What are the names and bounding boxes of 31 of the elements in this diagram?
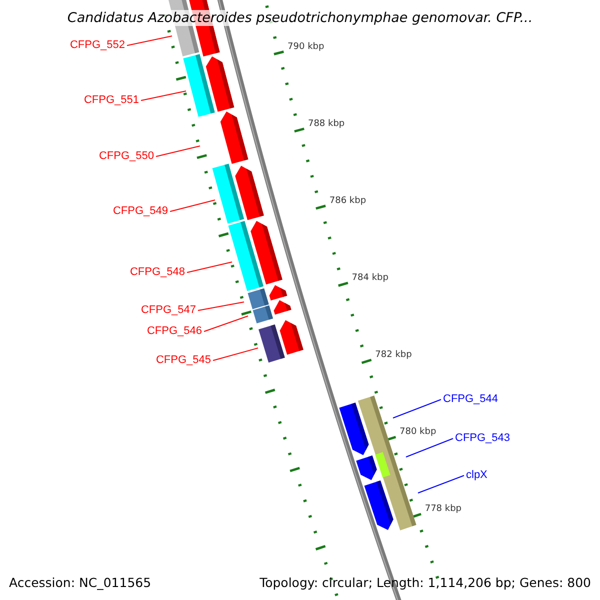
gene-label: CFPG_551 — [84, 94, 139, 107]
leader-line — [186, 262, 232, 273]
gene-label: CFPG_543 — [455, 432, 510, 445]
leader-line — [406, 438, 454, 458]
leader-line — [204, 316, 248, 332]
tick-label: 790 kbp — [288, 42, 324, 53]
gene-label: CFPG_552 — [70, 39, 125, 52]
leader-line — [170, 200, 216, 212]
tick-label: 786 kbp — [329, 196, 366, 207]
tick-label: 782 kbp — [375, 350, 412, 361]
leader-line — [140, 90, 186, 101]
leader-line — [418, 475, 464, 494]
leader-line — [198, 302, 244, 311]
tick-label: 784 kbp — [352, 272, 388, 284]
gene-label: CFPG_547 — [140, 304, 196, 317]
accession-text: Accession: NC_011565 — [9, 575, 152, 590]
leader-line — [392, 399, 442, 418]
tick-label: 778 kbp — [424, 504, 462, 515]
genome-info-text: Topology: circular; Length: 1,114,206 bp; Genes: 800 — [260, 575, 591, 590]
leader-line — [212, 348, 258, 361]
gene-label: CFPG_546 — [146, 325, 202, 338]
gene-label: CFPG_548 — [130, 266, 185, 279]
gene-label: CFPG_549 — [112, 205, 168, 218]
leader-line — [156, 146, 200, 157]
gene-label: clpX — [466, 469, 488, 482]
gene-label: CFPG_544 — [443, 393, 498, 406]
gene-label: CFPG_545 — [156, 354, 211, 367]
gene-label: CFPG_550 — [98, 150, 154, 163]
leader-line — [126, 36, 172, 46]
tick-label: 788 kbp — [308, 118, 345, 130]
tick-label: 780 kbp — [400, 426, 436, 438]
